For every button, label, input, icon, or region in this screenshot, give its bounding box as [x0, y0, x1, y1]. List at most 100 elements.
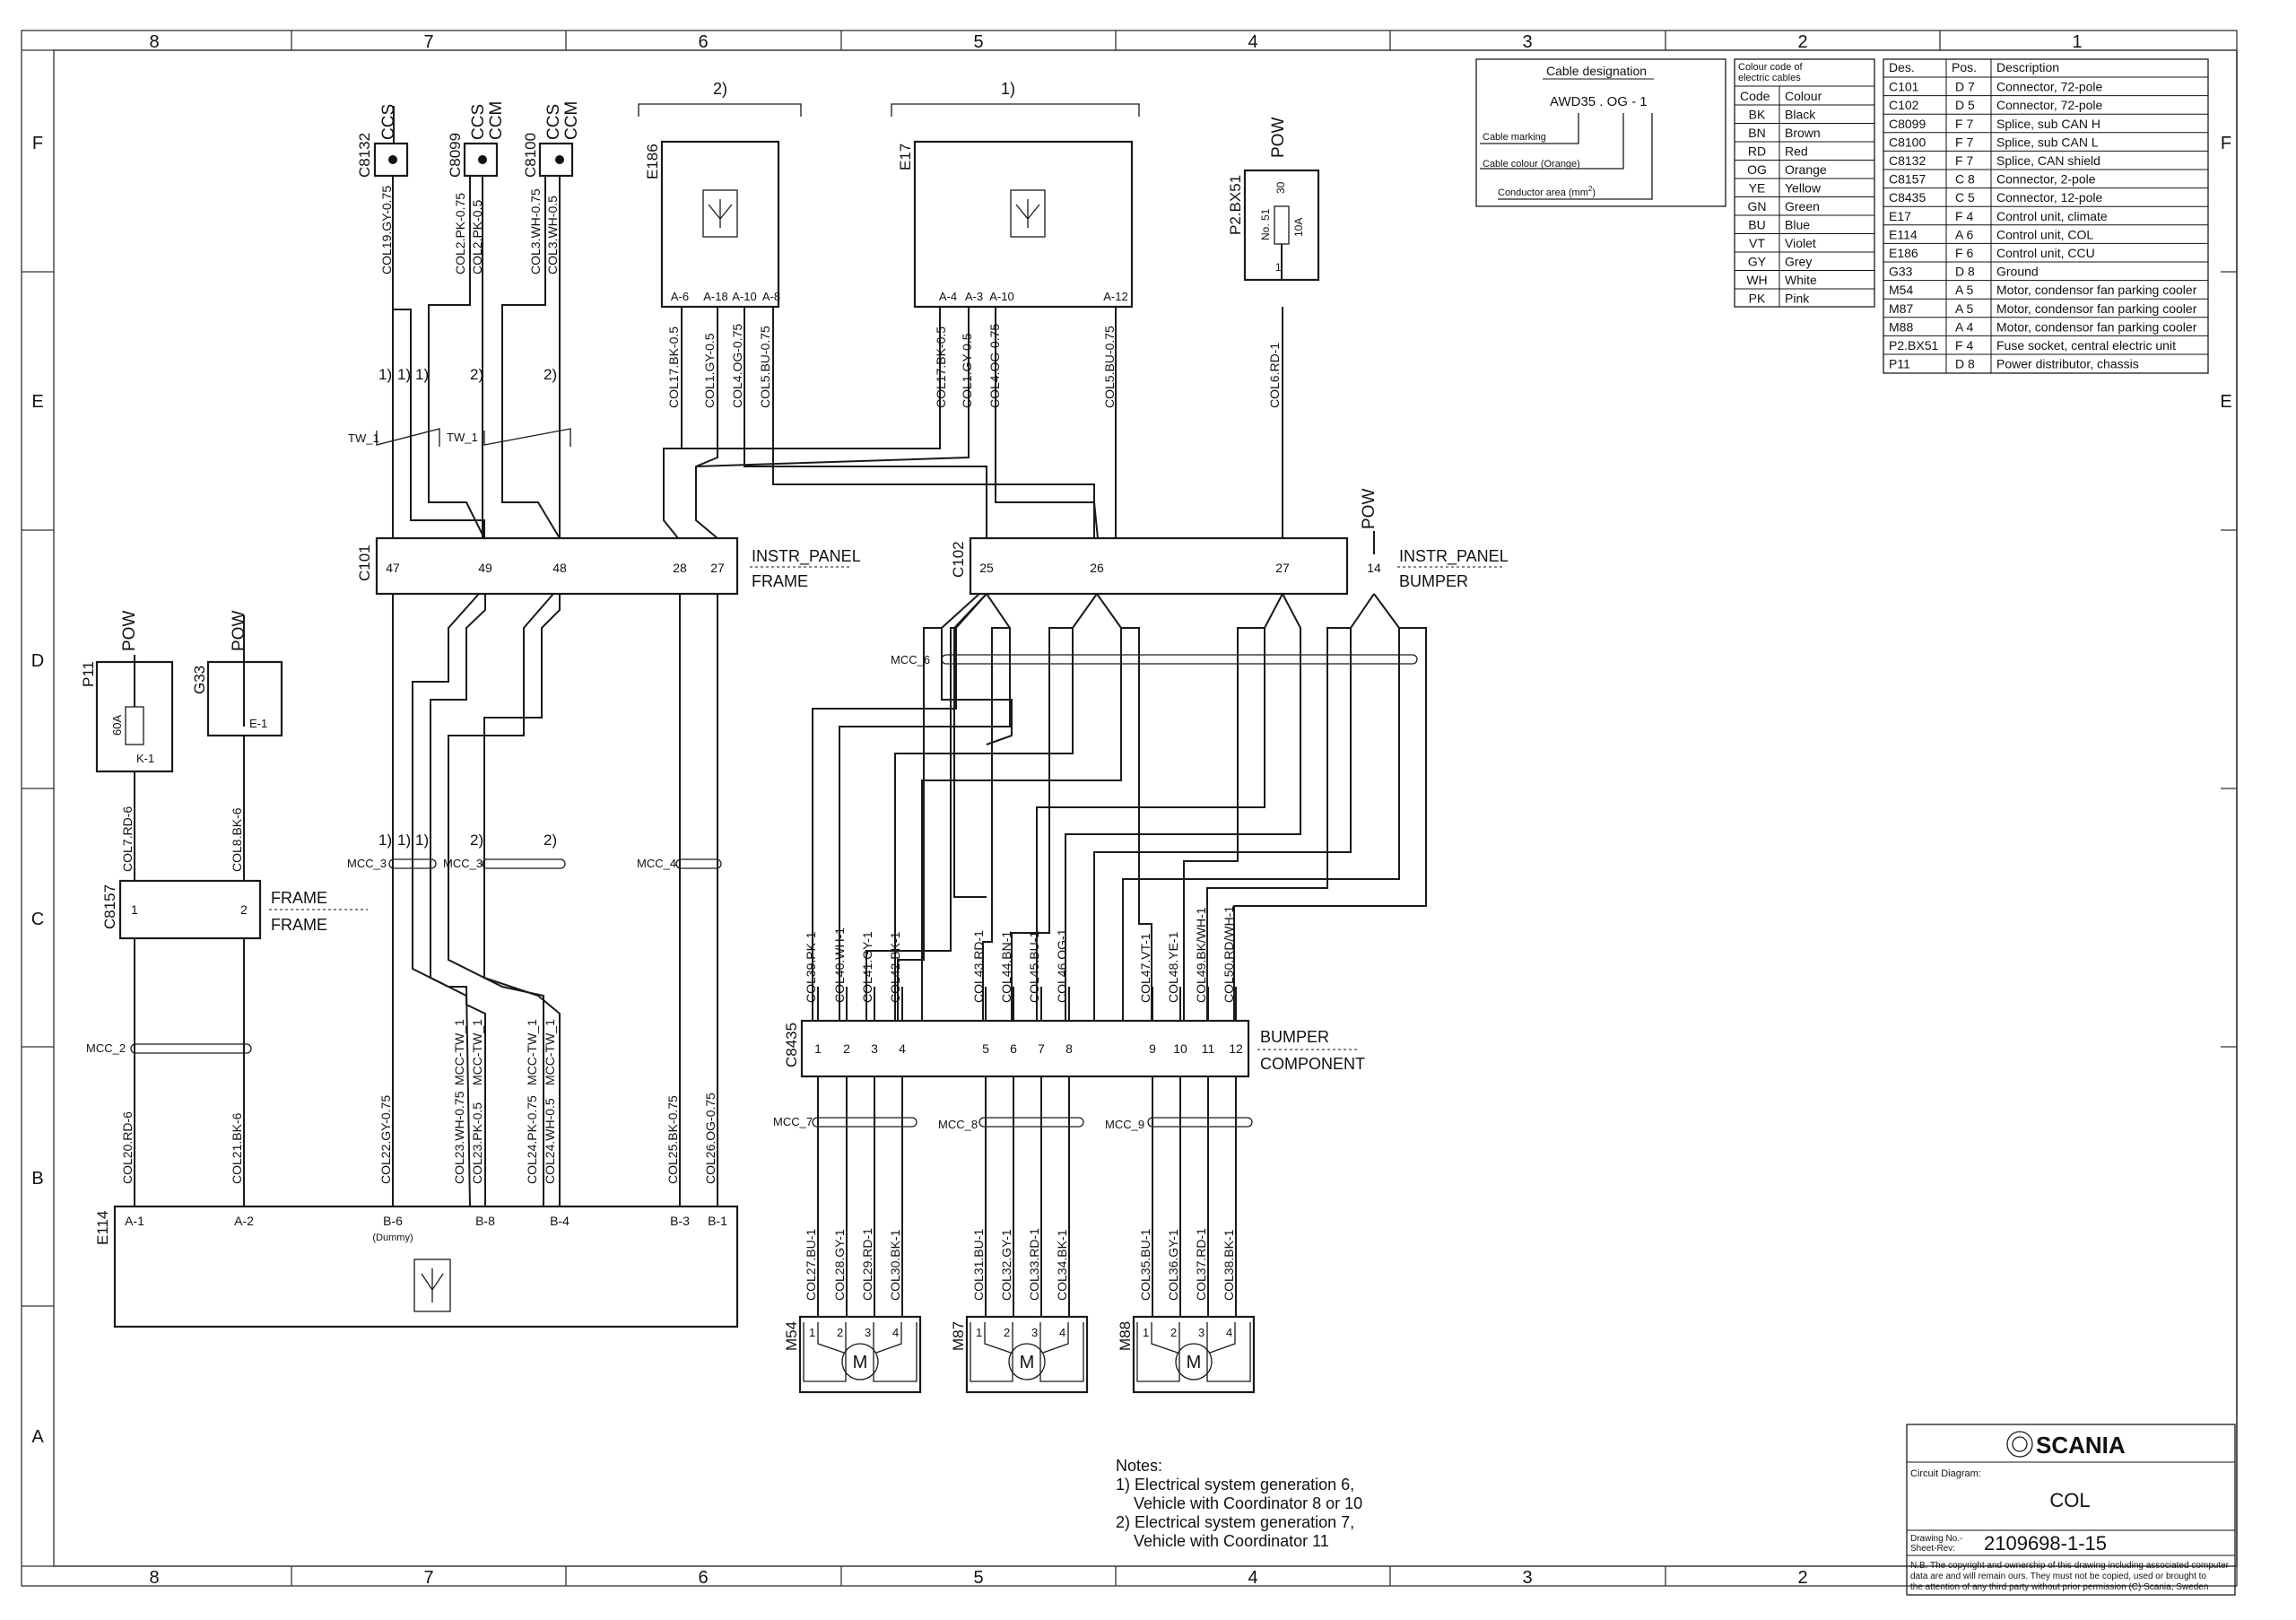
- pin-label: A-1: [125, 1214, 144, 1228]
- motor-symbol: M: [1020, 1353, 1035, 1372]
- cable-label: COL24.WH-0.5: [543, 1098, 557, 1184]
- component-position: F 7: [1955, 117, 1973, 131]
- net-label: POW: [120, 611, 139, 651]
- colour-code: BK: [1749, 108, 1766, 122]
- component-designation: G33: [1889, 265, 1913, 279]
- cable-label: COL17.BK-0.5: [666, 327, 681, 408]
- legend-title: Cable designation: [1546, 64, 1647, 78]
- control-unit-e114[interactable]: E114 A-1 A-2 B-6 B-8 B-4 B-3 B-1 (Dummy): [94, 1205, 739, 1328]
- group-mark: 1): [1001, 80, 1015, 98]
- pin-label: 4: [1059, 1326, 1065, 1339]
- row-label: D: [31, 651, 44, 671]
- cable-label: COL48.YE-1: [1166, 931, 1180, 1003]
- cable-label: COL50.RD/WH-1: [1222, 906, 1236, 1003]
- pin-label: 27: [1275, 561, 1290, 575]
- splice-c8100[interactable]: C8100 CCS CCM: [522, 101, 581, 178]
- connector-c8157[interactable]: C8157 1 2 FRAME FRAME: [101, 879, 368, 940]
- cable-label: MCC-TW_1: [525, 1019, 539, 1085]
- component-designation: M54: [1889, 283, 1913, 297]
- column-label: 4: [1248, 1568, 1257, 1588]
- cable-label: COL49.BK/WH-1: [1194, 907, 1208, 1003]
- net-label: CCM: [487, 101, 506, 140]
- copyright-text: data are and will remain ours. They must…: [1910, 1572, 2206, 1581]
- pin-label: 8: [1065, 1041, 1073, 1056]
- note-line: Vehicle with Coordinator 11: [1116, 1532, 1329, 1550]
- pin-label: B-3: [670, 1214, 690, 1228]
- cable-label: COL2.PK-0.75: [453, 193, 467, 274]
- pin-label: 3: [1031, 1326, 1038, 1339]
- wires-c102-to-c8435: [812, 593, 1427, 1023]
- control-unit-e17[interactable]: 1) E17 A-4 A-3 A-10 A-12: [891, 80, 1140, 309]
- cable-label: COL46.OG-1: [1055, 928, 1069, 1003]
- pin-label: 1: [976, 1326, 982, 1339]
- cable-label: COL6.RD-1: [1267, 343, 1282, 408]
- component-position: C 8: [1955, 172, 1975, 187]
- row-label: E: [31, 392, 43, 412]
- variant-mark: 2): [544, 832, 557, 849]
- splice-id: C8132: [356, 133, 373, 178]
- sheet-frame: 8 7 6 5 4 3 2 1 8 7 6 5 4 3 2 F E D C B …: [21, 30, 2238, 1588]
- component-designation: M87: [1889, 301, 1913, 316]
- fuse-socket-p2bx51[interactable]: P2.BX51 POW No. 51 10A 30 1 COL6.RD-1: [1227, 118, 1320, 408]
- column-label: 5: [973, 1568, 983, 1588]
- ground-g33[interactable]: G33 POW E-1: [191, 611, 283, 737]
- control-unit-e186[interactable]: 2) E186 A-6 A-18 A-10 A-8: [638, 80, 802, 309]
- colour-code: WH: [1746, 273, 1767, 287]
- cable-label: COL38.BK-1: [1222, 1229, 1236, 1301]
- cable-label: COL45.BU-1: [1027, 931, 1041, 1003]
- colour-code: RD: [1748, 144, 1766, 159]
- connector-c102[interactable]: C102 25 26 27 14 POW INSTR_PANEL BUMPER: [950, 489, 1509, 596]
- column-label: 6: [698, 1568, 708, 1588]
- colour-name: Green: [1785, 199, 1820, 213]
- pin-label: 3: [865, 1326, 871, 1339]
- pin-label: 1: [131, 902, 138, 917]
- cable-label: COL43.RD-1: [971, 930, 986, 1003]
- circuit-name: COL: [2049, 1489, 2090, 1511]
- pin-label: A-3: [965, 290, 983, 303]
- column-label: 5: [973, 32, 983, 52]
- component-designation: C101: [1889, 80, 1919, 94]
- splice-c8099[interactable]: C8099 CCS CCM: [447, 101, 506, 178]
- component-description: Motor, condensor fan parking cooler: [1996, 301, 2197, 316]
- splice-c8132[interactable]: C8132 CCS: [356, 104, 409, 178]
- twist-label: TW_1: [348, 431, 379, 445]
- variant-mark: 1): [397, 366, 411, 383]
- connector-location: INSTR_PANEL: [752, 547, 861, 566]
- connector-id: C101: [356, 544, 373, 581]
- pin-label: 11: [1202, 1041, 1215, 1056]
- pin-label: 2: [1170, 1326, 1177, 1339]
- power-distributor-p11[interactable]: P11 POW 60A K-1: [80, 611, 174, 773]
- cable-label: COL31.BU-1: [971, 1229, 986, 1301]
- pin-label: 49: [478, 561, 492, 575]
- cable-label: COL5.BU-0.75: [1102, 326, 1117, 408]
- row-label: A: [31, 1427, 44, 1447]
- connector-c101[interactable]: C101 47 49 48 28 27 INSTR_PANEL FRAME: [356, 536, 861, 596]
- component-designation: E114: [1889, 227, 1918, 241]
- colour-name: Orange: [1785, 162, 1827, 177]
- connector-location: FRAME: [752, 572, 808, 590]
- wires-p11-g33: COL7.RD-6 COL8.BK-6: [120, 736, 245, 1206]
- colour-code: VT: [1749, 236, 1765, 250]
- motor-id: M88: [1117, 1321, 1134, 1351]
- component-position: A 6: [1955, 227, 1973, 241]
- cable-label: COL19.GY-0.75: [379, 186, 394, 274]
- component-description: Motor, condensor fan parking cooler: [1996, 283, 2197, 297]
- pin-label: 28: [673, 561, 687, 575]
- connector-location: FRAME: [271, 916, 327, 934]
- colour-code: BU: [1748, 218, 1765, 232]
- connector-id: C8157: [101, 884, 118, 929]
- table-header: Colour: [1785, 89, 1822, 103]
- table-header: Code: [1740, 89, 1770, 103]
- colour-name: Black: [1785, 108, 1816, 122]
- colour-code: YE: [1749, 181, 1766, 196]
- net-label: POW: [230, 611, 248, 651]
- colour-code: BN: [1748, 126, 1765, 140]
- pin-label: B-4: [550, 1214, 570, 1228]
- variant-mark: 1): [415, 832, 429, 849]
- cable-label: COL1.GY-0.5: [702, 333, 717, 408]
- column-label: 7: [423, 32, 433, 52]
